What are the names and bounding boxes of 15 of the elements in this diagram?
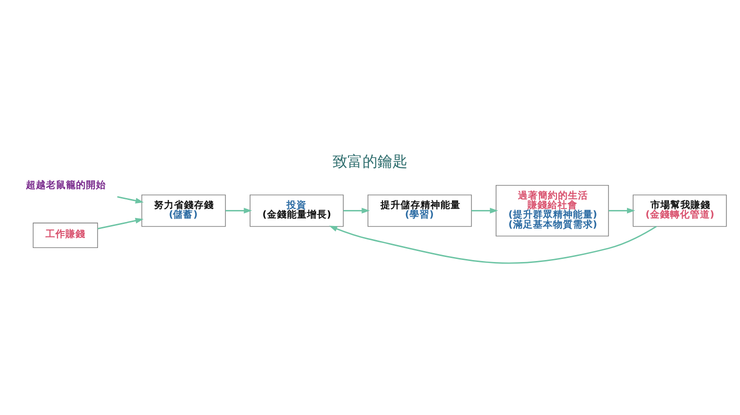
arrow bbox=[329, 226, 657, 264]
arrow bbox=[98, 218, 144, 230]
node-box: 提升儲存精神能量 (學習) bbox=[368, 194, 472, 227]
node-box: 工作賺錢 bbox=[32, 222, 98, 248]
arrow bbox=[343, 208, 370, 214]
node-box: 市場幫我賺錢 (金錢轉化管道) bbox=[632, 194, 727, 227]
node-text: 超越老鼠籠的開始 bbox=[26, 180, 106, 191]
arrow bbox=[117, 196, 144, 204]
node-box: 努力省錢存錢 (儲蓄) bbox=[141, 194, 226, 227]
arrow bbox=[226, 208, 252, 214]
node-box: 投資 (金錢能量增長) bbox=[250, 194, 344, 227]
arrow bbox=[608, 208, 636, 214]
arrow bbox=[471, 208, 498, 214]
node-box: 過著簡約的生活 賺錢給社會 (提升群眾精神能量) (滿足基本物質需求) bbox=[496, 184, 609, 236]
diagram-title: 致富的鑰匙 bbox=[332, 152, 408, 171]
